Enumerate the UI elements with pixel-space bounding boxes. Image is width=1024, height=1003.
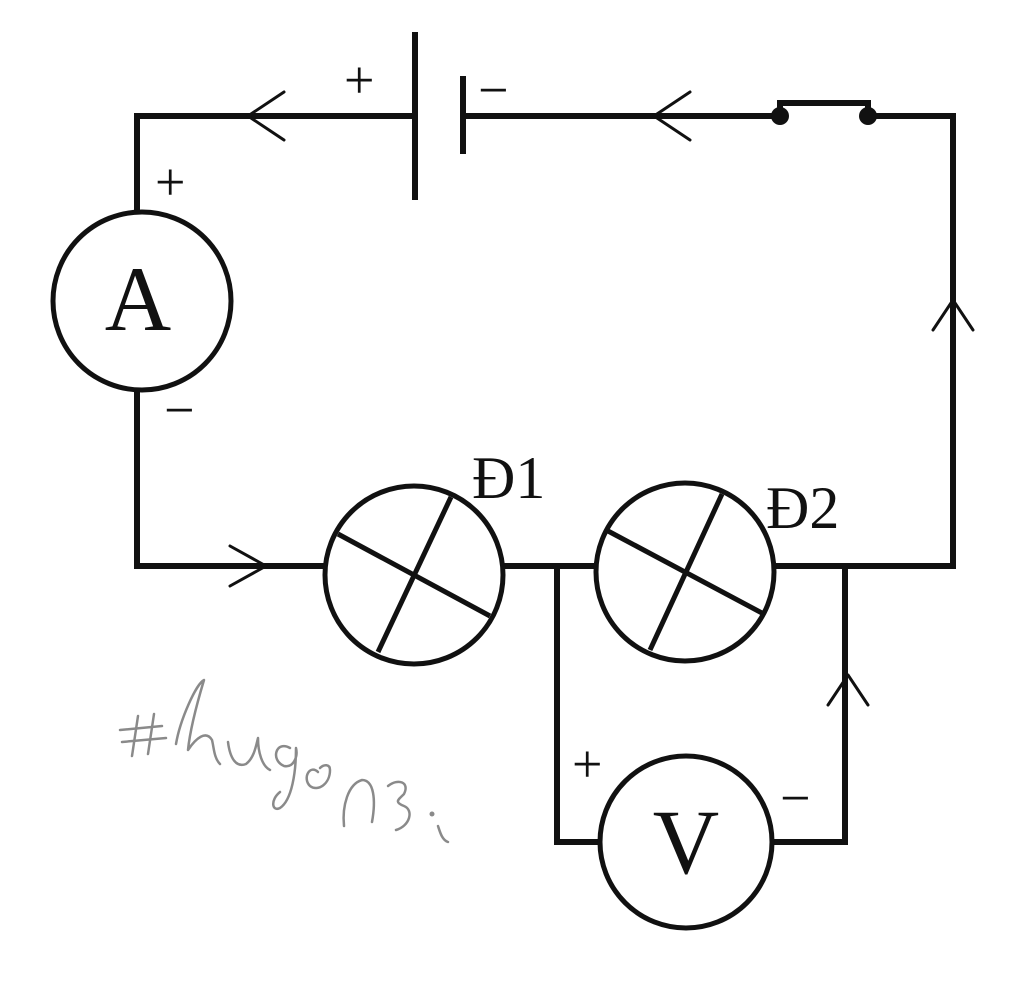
ammeter-circle xyxy=(50,209,234,393)
wire-top-left xyxy=(134,113,418,213)
wires xyxy=(134,113,956,845)
lamp-1: Đ1 xyxy=(322,445,545,667)
switch xyxy=(771,100,877,125)
arrow-top-left-icon xyxy=(246,90,286,142)
ammeter-letter: A xyxy=(105,248,171,350)
lamp-1-cross-b xyxy=(375,495,454,654)
voltmeter-plus-sign: + xyxy=(572,734,602,794)
lamp-2-label: Đ2 xyxy=(766,475,839,541)
current-arrows xyxy=(228,90,975,707)
lamp-1-label: Đ1 xyxy=(472,445,545,511)
battery-plus-sign: + xyxy=(344,50,374,110)
ammeter-plus-sign: + xyxy=(155,152,185,212)
voltmeter-circle xyxy=(597,753,775,931)
voltmeter-minus-sign: − xyxy=(780,768,810,828)
wire-voltmeter-left xyxy=(554,563,605,845)
voltmeter-letter: V xyxy=(653,791,719,893)
switch-lever xyxy=(777,100,871,119)
ammeter: A + − xyxy=(50,152,234,440)
battery-minus-sign: − xyxy=(478,60,508,120)
lamp-2-cross-b xyxy=(647,492,725,652)
arrow-right-up-icon xyxy=(931,298,975,332)
handwritten-scribble xyxy=(118,678,450,844)
wire-right xyxy=(772,113,956,569)
battery: + − xyxy=(344,32,508,200)
lamp-2: Đ2 xyxy=(593,475,839,664)
ammeter-minus-sign: − xyxy=(164,380,194,440)
arrow-top-right-icon xyxy=(652,90,692,142)
voltmeter: V + − xyxy=(572,734,810,931)
arrow-voltmeter-up-icon xyxy=(826,673,870,707)
wire-voltmeter-right xyxy=(767,563,848,845)
arrow-bottom-right-icon xyxy=(228,544,268,588)
